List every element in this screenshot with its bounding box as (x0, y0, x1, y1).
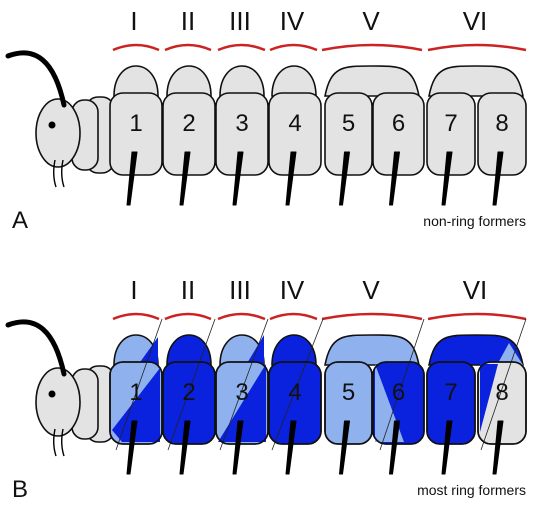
segment-number-7: 7 (444, 110, 457, 137)
segment-number-6: 6 (392, 110, 405, 137)
panel-caption: non-ring formers (423, 213, 526, 229)
group-bracket-3 (218, 314, 265, 319)
group-label-4: IV (280, 275, 305, 305)
antenna (8, 322, 64, 374)
group-bracket-4 (270, 45, 317, 50)
dorsal-lobe-5 (325, 66, 419, 96)
panel-letter: A (12, 207, 28, 234)
eye (49, 122, 56, 129)
panel-letter: B (12, 476, 28, 503)
dorsal-lobe-3 (220, 66, 264, 96)
segment-number-5: 5 (342, 379, 355, 406)
head (36, 368, 80, 436)
group-label-3: III (229, 6, 251, 36)
segment-number-4: 4 (288, 379, 301, 406)
segment-number-7: 7 (444, 379, 457, 406)
group-label-6: VI (463, 6, 488, 36)
segment-number-1: 1 (129, 110, 142, 137)
eye (49, 391, 56, 398)
segment-number-5: 5 (342, 110, 355, 137)
segment-number-2: 2 (182, 379, 195, 406)
group-bracket-6 (428, 45, 526, 50)
group-bracket-2 (165, 45, 211, 50)
group-bracket-1 (113, 45, 159, 50)
segment-number-8: 8 (495, 110, 508, 137)
group-bracket-4 (270, 314, 317, 319)
group-bracket-3 (218, 45, 265, 50)
group-label-5: V (362, 275, 380, 305)
panel-caption: most ring formers (417, 482, 526, 498)
dorsal-lobe-2 (167, 66, 211, 96)
segment-number-3: 3 (235, 379, 248, 406)
group-label-3: III (229, 275, 251, 305)
group-bracket-5 (322, 45, 422, 50)
segment-number-8: 8 (495, 379, 508, 406)
segment-number-2: 2 (182, 110, 195, 137)
segment-number-6: 6 (392, 379, 405, 406)
segment-number-3: 3 (235, 110, 248, 137)
dorsal-lobe-4 (272, 66, 316, 96)
group-label-1: I (130, 6, 137, 36)
group-label-5: V (362, 6, 380, 36)
group-bracket-5 (322, 314, 422, 319)
group-bracket-1 (113, 314, 159, 319)
segment-number-1: 1 (129, 379, 142, 406)
group-bracket-6 (428, 314, 526, 319)
group-label-2: II (181, 275, 195, 305)
head (36, 99, 80, 167)
group-label-2: II (181, 6, 195, 36)
group-label-4: IV (280, 6, 305, 36)
dorsal-lobe-6 (429, 66, 523, 96)
segment-number-4: 4 (288, 110, 301, 137)
antenna (8, 53, 64, 105)
group-label-1: I (130, 275, 137, 305)
dorsal-lobe-5 (325, 335, 419, 365)
dorsal-lobe-1 (114, 66, 158, 96)
group-label-6: VI (463, 275, 488, 305)
group-bracket-2 (165, 314, 211, 319)
